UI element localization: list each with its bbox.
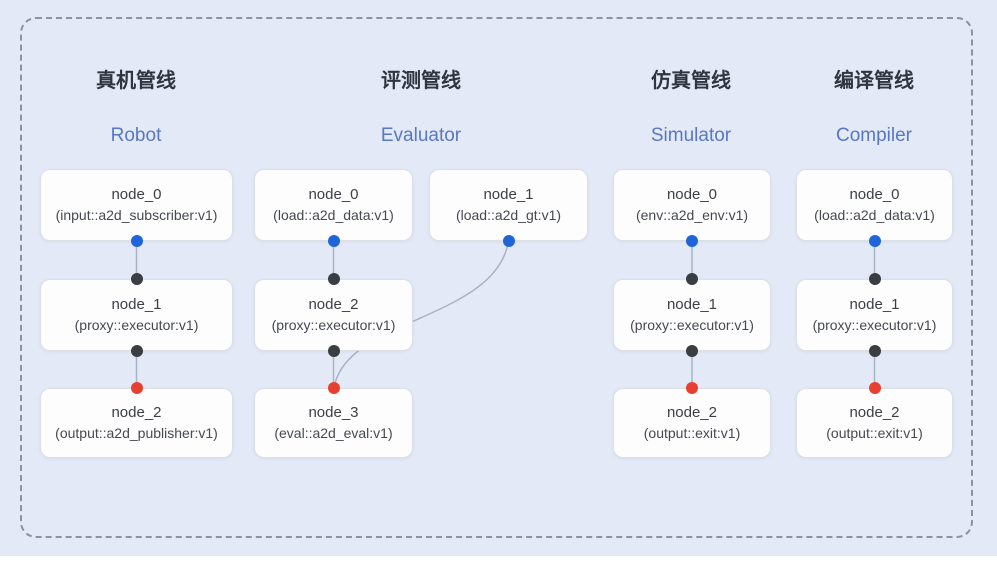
node-card-evaluator-1: node_1 (load::a2d_gt:v1) — [429, 169, 588, 241]
node-type: (proxy::executor:v1) — [271, 317, 396, 334]
node-id: node_1 — [666, 296, 718, 314]
node-card-compiler-0: node_0 (load::a2d_data:v1) — [796, 169, 953, 241]
node-card-evaluator-3: node_3 (eval::a2d_eval:v1) — [254, 388, 413, 458]
node-id: node_0 — [111, 186, 162, 204]
input-port-dot-dark — [686, 273, 698, 285]
input-port-dot-red — [686, 382, 698, 394]
input-port-dot-dark — [327, 273, 340, 285]
input-port-dot-red — [327, 382, 340, 394]
node-card-simulator-0: node_0 (env::a2d_env:v1) — [613, 169, 771, 241]
node-type: (load::a2d_data:v1) — [814, 207, 935, 224]
node-card-evaluator-0: node_0 (load::a2d_data:v1) — [254, 169, 413, 241]
node-id: node_0 — [308, 186, 359, 204]
pipeline-title-cn-robot: 真机管线 — [96, 70, 176, 92]
pipeline-title-en-simulator: Simulator — [650, 125, 732, 146]
node-id: node_2 — [111, 404, 162, 422]
node-type: (output::exit:v1) — [826, 425, 923, 442]
node-id: node_3 — [308, 404, 359, 422]
node-type: (output::exit:v1) — [643, 425, 741, 442]
output-port-dot-blue — [502, 235, 515, 247]
node-card-compiler-2: node_2 (output::exit:v1) — [796, 388, 953, 458]
node-id: node_1 — [111, 296, 162, 314]
output-port-dot-blue — [686, 235, 698, 247]
node-type: (output::a2d_publisher:v1) — [55, 425, 218, 442]
node-id: node_1 — [483, 186, 534, 204]
input-port-dot-dark — [130, 273, 143, 285]
pipeline-title-en-robot: Robot — [110, 125, 162, 146]
input-port-dot-red — [868, 382, 881, 394]
node-card-evaluator-2: node_2 (proxy::executor:v1) — [254, 279, 413, 351]
node-card-robot-0: node_0 (input::a2d_subscriber:v1) — [40, 169, 233, 241]
node-type: (load::a2d_data:v1) — [273, 207, 394, 224]
input-port-dot-red — [130, 382, 143, 394]
node-id: node_1 — [849, 296, 900, 314]
node-type: (proxy::executor:v1) — [630, 317, 754, 334]
node-id: node_2 — [308, 296, 359, 314]
node-type: (load::a2d_gt:v1) — [455, 207, 562, 224]
node-card-simulator-1: node_1 (proxy::executor:v1) — [613, 279, 771, 351]
node-type: (proxy::executor:v1) — [812, 317, 937, 334]
output-port-dot-dark — [327, 345, 340, 357]
node-type: (env::a2d_env:v1) — [635, 207, 749, 224]
pipeline-title-cn-simulator: 仿真管线 — [651, 70, 731, 92]
output-port-dot-blue — [327, 235, 340, 247]
node-card-compiler-1: node_1 (proxy::executor:v1) — [796, 279, 953, 351]
node-type: (proxy::executor:v1) — [74, 317, 199, 334]
dashed-border-frame — [20, 17, 973, 538]
pipeline-title-en-compiler: Compiler — [835, 125, 913, 146]
node-id: node_0 — [849, 186, 900, 204]
node-type: (eval::a2d_eval:v1) — [274, 425, 393, 442]
output-port-dot-dark — [130, 345, 143, 357]
pipeline-title-cn-evaluator: 评测管线 — [381, 70, 461, 92]
node-id: node_2 — [666, 404, 718, 422]
node-card-robot-2: node_2 (output::a2d_publisher:v1) — [40, 388, 233, 458]
output-port-dot-dark — [868, 345, 881, 357]
node-card-simulator-2: node_2 (output::exit:v1) — [613, 388, 771, 458]
node-id: node_2 — [849, 404, 900, 422]
node-card-robot-1: node_1 (proxy::executor:v1) — [40, 279, 233, 351]
output-port-dot-dark — [686, 345, 698, 357]
node-id: node_0 — [666, 186, 718, 204]
node-type: (input::a2d_subscriber:v1) — [55, 207, 218, 224]
output-port-dot-blue — [868, 235, 881, 247]
output-port-dot-blue — [130, 235, 143, 247]
input-port-dot-dark — [868, 273, 881, 285]
pipeline-title-en-evaluator: Evaluator — [380, 125, 462, 146]
pipeline-title-cn-compiler: 编译管线 — [834, 70, 914, 92]
